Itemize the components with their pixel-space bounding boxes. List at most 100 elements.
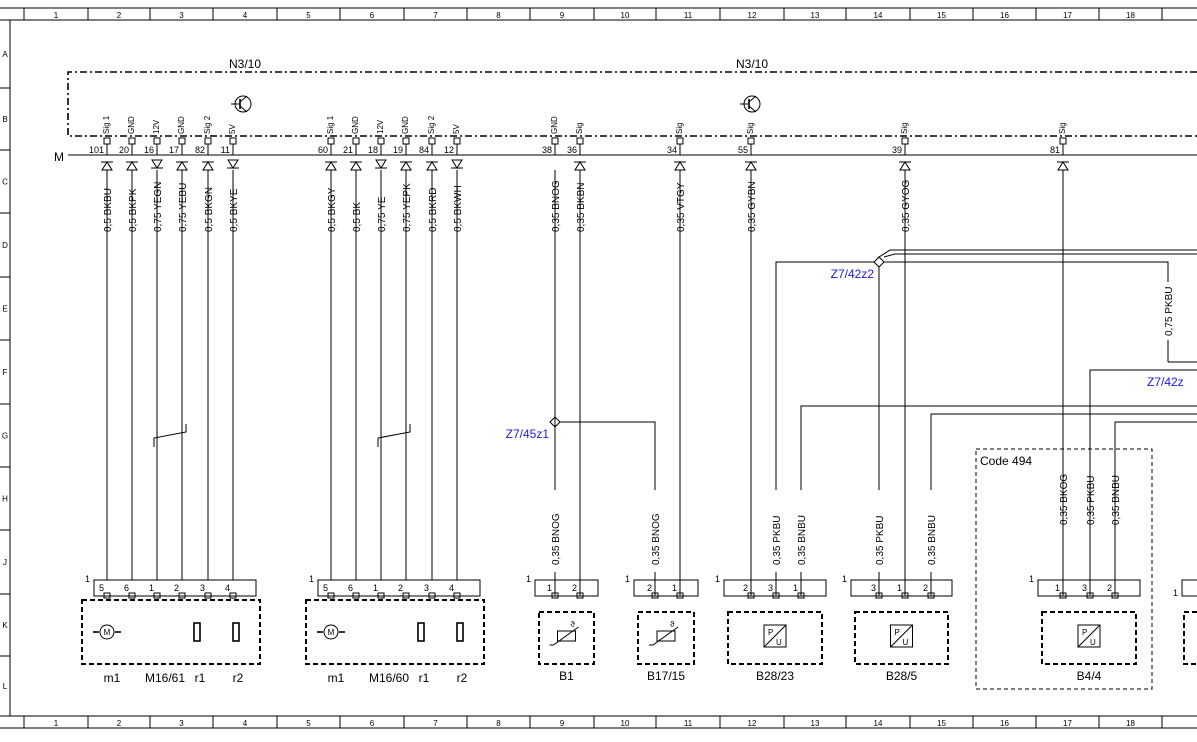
temperature-sensor-icon: ϑ	[549, 620, 579, 646]
zone-col-label: 12	[748, 11, 757, 20]
zone-col-label: 18	[1126, 11, 1135, 20]
zone-col-label: 3	[179, 11, 184, 20]
arrow-out-icon	[375, 159, 387, 169]
pin-socket	[453, 592, 461, 599]
control-unit-label: N3/10	[229, 57, 261, 71]
component-label: B4/4	[1077, 669, 1102, 683]
component-label: B17/15	[647, 669, 685, 683]
pin-socket	[901, 137, 909, 145]
zone-col-label: 11	[684, 11, 693, 20]
connector-pin-number: 1	[149, 583, 154, 593]
component-border	[305, 599, 485, 665]
zone-row-label: E	[2, 305, 7, 314]
pin-socket	[772, 592, 780, 599]
wire-label: 0,5 BKWH	[453, 185, 464, 232]
arrow-in-icon	[101, 161, 113, 171]
resistor-icon	[193, 622, 201, 642]
zone-col-label: 8	[496, 719, 501, 728]
zone-row-label: L	[3, 682, 8, 691]
arrow-in-icon	[899, 161, 911, 171]
arrow-in-icon	[325, 161, 337, 171]
wire-label: 0,5 BKPK	[128, 188, 139, 232]
wire-label: 0,5 BKGN	[204, 187, 215, 232]
wire-label: 0,35 BNOG	[551, 513, 562, 565]
pin-signal-label: Sig 2	[203, 115, 212, 134]
theta-symbol: ϑ	[670, 620, 675, 629]
wire-label: 0,35 BNBU	[797, 515, 808, 565]
pin-number: 60	[318, 145, 328, 155]
pin1-marker: 1	[1029, 574, 1034, 584]
connector-pin-number: 2	[572, 583, 577, 593]
component-border	[1041, 611, 1137, 665]
part-label: m1	[328, 671, 345, 685]
pin-signal-label: Sig	[675, 122, 684, 134]
wire-label: 0,75 YE	[377, 196, 388, 232]
pin-socket	[229, 137, 237, 145]
connector-pin-number: 1	[547, 583, 552, 593]
connector-pin-number: 1	[1055, 583, 1060, 593]
transistor-icon	[740, 95, 761, 113]
pin-number: 36	[567, 145, 577, 155]
wire-line	[239, 95, 248, 103]
pin-signal-label: Sig	[746, 122, 755, 134]
pin-number: 17	[169, 145, 179, 155]
zone-col-label: 1	[54, 11, 59, 20]
pin-signal-label: Sig	[1058, 122, 1067, 134]
connector-pin-number: 2	[398, 583, 403, 593]
connector-housing	[1037, 579, 1141, 597]
resistor-body	[193, 622, 201, 642]
wire-label: 0,5 BKBU	[103, 188, 114, 232]
pin-number: 16	[144, 145, 154, 155]
wire-label: 0,35 BKOG	[1059, 474, 1070, 525]
pin-number: 82	[195, 145, 205, 155]
pin-signal-label: Sig 1	[326, 115, 335, 134]
connector-pin-number: 1	[793, 583, 798, 593]
pin-number: 11	[221, 145, 230, 155]
connector-pin-number: 5	[99, 583, 104, 593]
component-label: B1	[559, 669, 574, 683]
part-label: m1	[104, 671, 121, 685]
connector-pin-82: Sig 2 82 0,5 BKGN	[195, 115, 215, 232]
transducer-body	[890, 624, 913, 648]
arrow-in-icon	[176, 161, 188, 171]
zone-row-label: J	[3, 558, 7, 567]
pin-socket	[229, 592, 237, 599]
wire-line	[239, 105, 248, 113]
splice-label: Z7/45z1	[506, 427, 550, 441]
arrow-in-icon	[745, 161, 757, 171]
zone-col-label: 2	[117, 11, 122, 20]
component-label: B28/5	[886, 669, 918, 683]
part-label: r2	[457, 671, 468, 685]
pin-socket	[103, 137, 111, 145]
pin-socket	[875, 592, 883, 599]
pin-signal-label: GND	[401, 116, 410, 134]
code-494-box: Code 494	[975, 448, 1153, 690]
pin-number: 21	[343, 145, 353, 155]
pin-socket	[204, 592, 212, 599]
zone-col-label: 12	[748, 719, 757, 728]
arrow-in-icon	[350, 161, 362, 171]
wire-label: 0,75 YEPK	[402, 183, 413, 232]
connector-pin-number: 2	[923, 583, 928, 593]
pin-socket	[551, 592, 559, 599]
zone-row-label: C	[2, 178, 8, 187]
pin1-marker: 1	[1173, 588, 1178, 598]
pin1-marker: 1	[85, 574, 90, 584]
twist-marker	[377, 424, 411, 447]
transducer-letter: U	[903, 638, 909, 647]
motor-circle	[323, 624, 339, 640]
connector-pin-number: 3	[871, 583, 876, 593]
wire-label: 0,35 GYOG	[901, 180, 912, 232]
zone-col-label: 1	[54, 719, 59, 728]
pin-signal-label: GND	[550, 116, 559, 134]
zone-col-label: 4	[243, 11, 248, 20]
pin-signal-label: 12V	[152, 119, 161, 134]
pin-signal-label: 5V	[452, 124, 461, 134]
transducer-letter: P	[895, 628, 900, 637]
